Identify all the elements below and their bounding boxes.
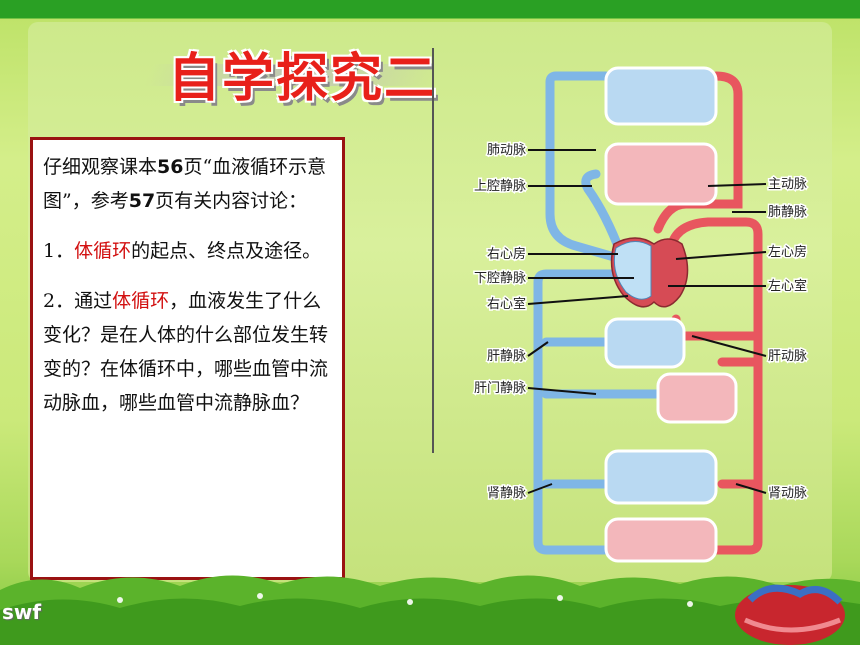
stomach-organ <box>656 372 738 424</box>
label-hepatic-vein: 肝静脉 <box>487 349 526 364</box>
label-hepatic-artery: 肝动脉 <box>768 349 807 364</box>
slide-title: 自学探究二 <box>168 49 439 109</box>
label-superior-vena-cava: 上腔静脉 <box>474 179 526 194</box>
head-organ <box>604 66 718 126</box>
intro-text-a: 仔细观察课本 <box>43 156 158 178</box>
circulation-diagram: 肺动脉 上腔静脉 右心房 下腔静脉 右心室 肝静脉 肝门静脉 肾静脉 主动脉 肺… <box>472 66 809 563</box>
question-textbox: 仔细观察课本56页“血液循环示意图”，参考57页有关内容讨论： 1．体循环的起点… <box>30 137 345 580</box>
vessel-labels: 肺动脉 上腔静脉 右心房 下腔静脉 右心室 肝静脉 肝门静脉 肾静脉 主动脉 肺… <box>472 142 808 503</box>
q2-highlight: 体循环 <box>112 290 170 312</box>
label-renal-vein: 肾静脉 <box>487 486 526 501</box>
intro-page-56: 56 <box>157 156 184 178</box>
leader-lines <box>527 149 767 494</box>
organ-boxes <box>604 66 738 563</box>
top-bar <box>0 0 860 18</box>
q2-number: 2．通过 <box>43 290 113 312</box>
label-pulmonary-vein: 肺静脉 <box>768 205 807 220</box>
lung-organ <box>604 142 718 206</box>
label-renal-artery: 肾动脉 <box>768 486 807 501</box>
question-2: 2．通过体循环，血液发生了什么变化？是在人体的什么部位发生转变的？在体循环中，哪… <box>43 284 334 420</box>
q2-text: ，血液发生了什么变化？是在人体的什么部位发生转变的？在体循环中，哪些血管中流动脉… <box>43 290 329 414</box>
label-inferior-vena-cava: 下腔静脉 <box>474 271 526 286</box>
label-right-ventricle: 右心室 <box>487 296 526 312</box>
grass-decoration <box>0 575 860 645</box>
swf-watermark: swf <box>2 600 42 624</box>
liver-organ <box>604 317 686 369</box>
intro-paragraph: 仔细观察课本56页“血液循环示意图”，参考57页有关内容讨论： <box>43 150 334 218</box>
q1-number: 1． <box>43 240 75 262</box>
intro-page-57: 57 <box>128 190 156 212</box>
divider-line <box>432 48 434 453</box>
q1-highlight: 体循环 <box>74 240 132 262</box>
heart-image <box>735 584 845 645</box>
heart <box>610 237 689 308</box>
label-left-atrium: 左心房 <box>768 244 807 260</box>
label-aorta: 主动脉 <box>768 177 807 192</box>
label-right-atrium: 右心房 <box>487 246 526 262</box>
kidney-organ <box>604 449 718 505</box>
question-1: 1．体循环的起点、终点及途径。 <box>43 234 334 268</box>
q1-text: 的起点、终点及途径。 <box>131 240 322 262</box>
label-pulmonary-artery: 肺动脉 <box>487 143 526 158</box>
intro-text-e: 页有关内容讨论： <box>155 190 308 212</box>
intro-text-c: 页“血液循环示意图”，参考 <box>43 156 327 212</box>
label-left-ventricle: 左心室 <box>768 278 807 294</box>
venous-vessels <box>533 71 663 555</box>
leg-organ <box>604 517 718 563</box>
label-hepatic-portal-vein: 肝门静脉 <box>474 381 526 396</box>
